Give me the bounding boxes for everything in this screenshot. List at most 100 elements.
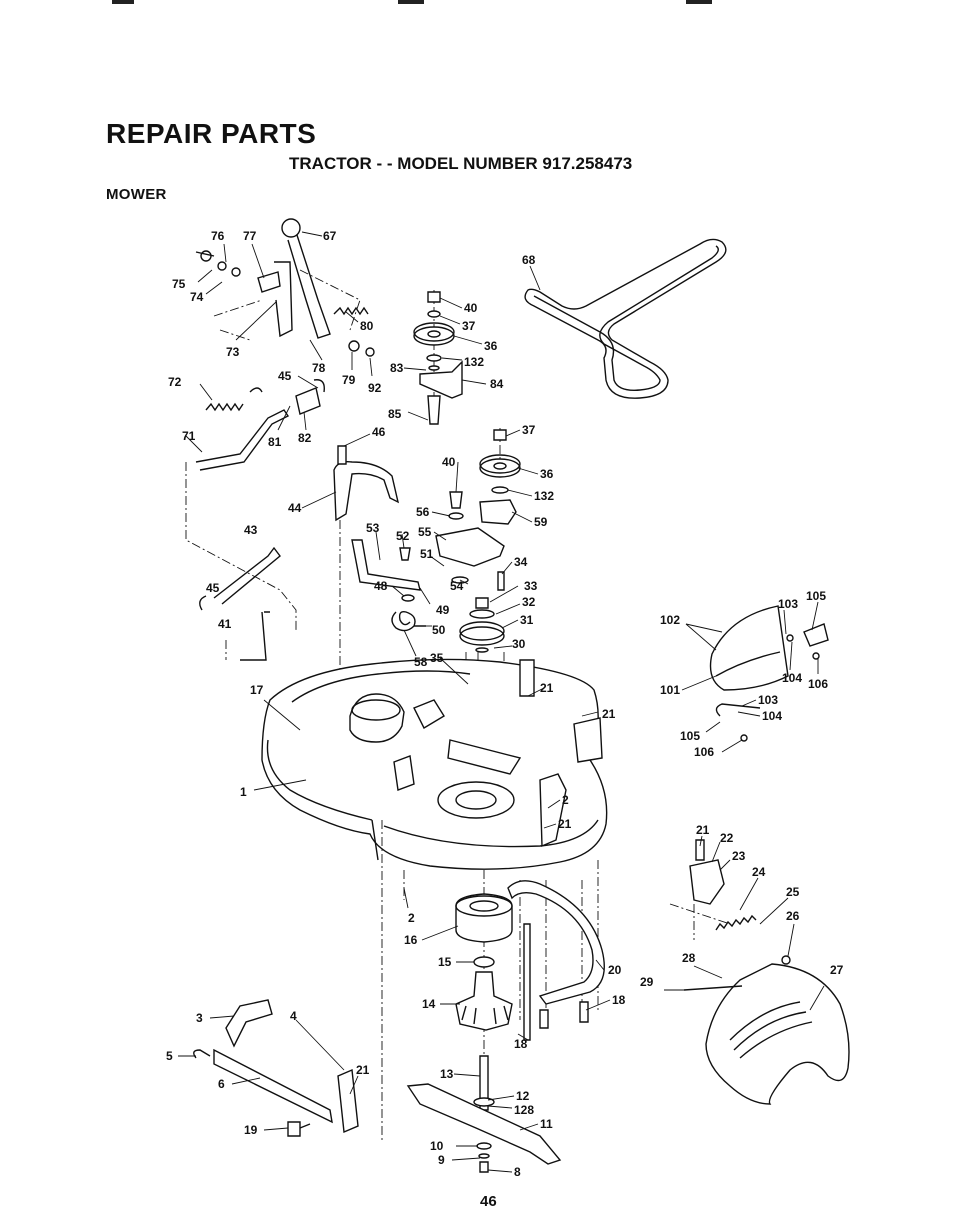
callout-19: 19 [244,1123,258,1137]
callout-21: 21 [356,1063,370,1077]
callout-3: 3 [196,1011,203,1025]
callout-29: 29 [640,975,654,989]
callout-5: 5 [166,1049,173,1063]
callout-80: 80 [360,319,374,333]
callout-82: 82 [298,431,312,445]
leader-lines [178,231,825,1173]
callout-13: 13 [440,1067,454,1081]
callout-72: 72 [168,375,182,389]
callout-128: 128 [514,1103,534,1117]
callout-52: 52 [396,529,410,543]
lift-link-43-drawing [213,546,281,605]
callout-27: 27 [830,963,844,977]
callout-106: 106 [694,745,714,759]
callout-35: 35 [430,651,444,665]
callout-101: 101 [660,683,680,697]
callout-77: 77 [243,229,257,243]
callout-9: 9 [438,1153,445,1167]
top-edge-mark [398,0,424,4]
callout-74: 74 [190,290,204,304]
callout-37: 37 [462,319,476,333]
spring-25-drawing [715,914,757,931]
callout-11: 11 [540,1117,553,1131]
callout-16: 16 [404,933,418,947]
callout-104: 104 [782,671,802,685]
top-edge-mark [112,0,134,4]
top-edge-mark [686,0,712,4]
bracket-82-drawing [295,387,321,415]
callout-85: 85 [388,407,402,421]
callout-132: 132 [534,489,554,503]
callout-15: 15 [438,955,452,969]
bracket-59-drawing [479,499,517,525]
pulley-36-upper-drawing [413,326,455,346]
callout-labels: 76 77 67 75 74 80 73 78 79 92 72 45 81 8… [166,229,844,1179]
callout-17: 17 [250,683,264,697]
callout-48: 48 [374,579,388,593]
callout-40: 40 [442,455,456,469]
bracket-3-drawing [225,999,273,1048]
section-title: MOWER [106,186,167,203]
callout-51: 51 [420,547,434,561]
callout-76: 76 [211,229,225,243]
callout-49: 49 [436,603,450,617]
callout-21: 21 [602,707,616,721]
lift-lever-drawing [287,231,331,339]
lever-knob-drawing [281,218,301,238]
callout-105: 105 [680,729,700,743]
callout-103: 103 [778,597,798,611]
callout-37: 37 [522,423,536,437]
callout-21: 21 [558,817,572,831]
callout-40: 40 [464,301,478,315]
callout-102: 102 [660,613,680,627]
idler-arm-55-drawing [435,527,505,567]
mower-belt-drawing [524,238,727,399]
callout-24: 24 [752,865,766,879]
pulley-31-drawing [459,626,505,646]
callout-44: 44 [288,501,302,515]
callout-10: 10 [430,1139,444,1153]
callout-21: 21 [696,823,710,837]
deck-bracket-drawing [539,773,567,848]
callout-58: 58 [414,655,428,669]
shaft-13-drawing [479,1055,489,1111]
callout-79: 79 [342,373,356,387]
callout-55: 55 [418,525,432,539]
belt-guide-20-drawing [507,880,605,1005]
callout-59: 59 [534,515,548,529]
callout-31: 31 [520,613,534,627]
callout-2: 2 [408,911,415,925]
callout-6: 6 [218,1077,225,1091]
callout-45: 45 [206,581,220,595]
spindle-14-drawing [455,971,513,1031]
mower-deck-drawing [261,658,608,870]
callout-103: 103 [758,693,778,707]
callout-21: 21 [540,681,554,695]
idler-bracket-84-drawing [419,360,463,399]
callout-14: 14 [422,997,436,1011]
pulley-36-lower-drawing [479,458,521,478]
callout-22: 22 [720,831,734,845]
spindle-opening-drawing [437,781,515,819]
callout-67: 67 [323,229,337,243]
callout-20: 20 [608,963,622,977]
callout-83: 83 [390,361,404,375]
callout-92: 92 [368,381,382,395]
bracket-4-drawing [337,1068,359,1134]
callout-81: 81 [268,435,282,449]
bolt-85-drawing [427,395,441,425]
spring-58-drawing [391,610,426,632]
callout-8: 8 [514,1165,521,1179]
callout-28: 28 [682,951,696,965]
callout-75: 75 [172,277,186,291]
callout-105: 105 [806,589,826,603]
spring-72-drawing [205,402,244,412]
callout-26: 26 [786,909,800,923]
callout-53: 53 [366,521,380,535]
callout-132: 132 [464,355,484,369]
callout-36: 36 [484,339,498,353]
callout-78: 78 [312,361,326,375]
callout-45: 45 [278,369,292,383]
callout-41: 41 [218,617,232,631]
